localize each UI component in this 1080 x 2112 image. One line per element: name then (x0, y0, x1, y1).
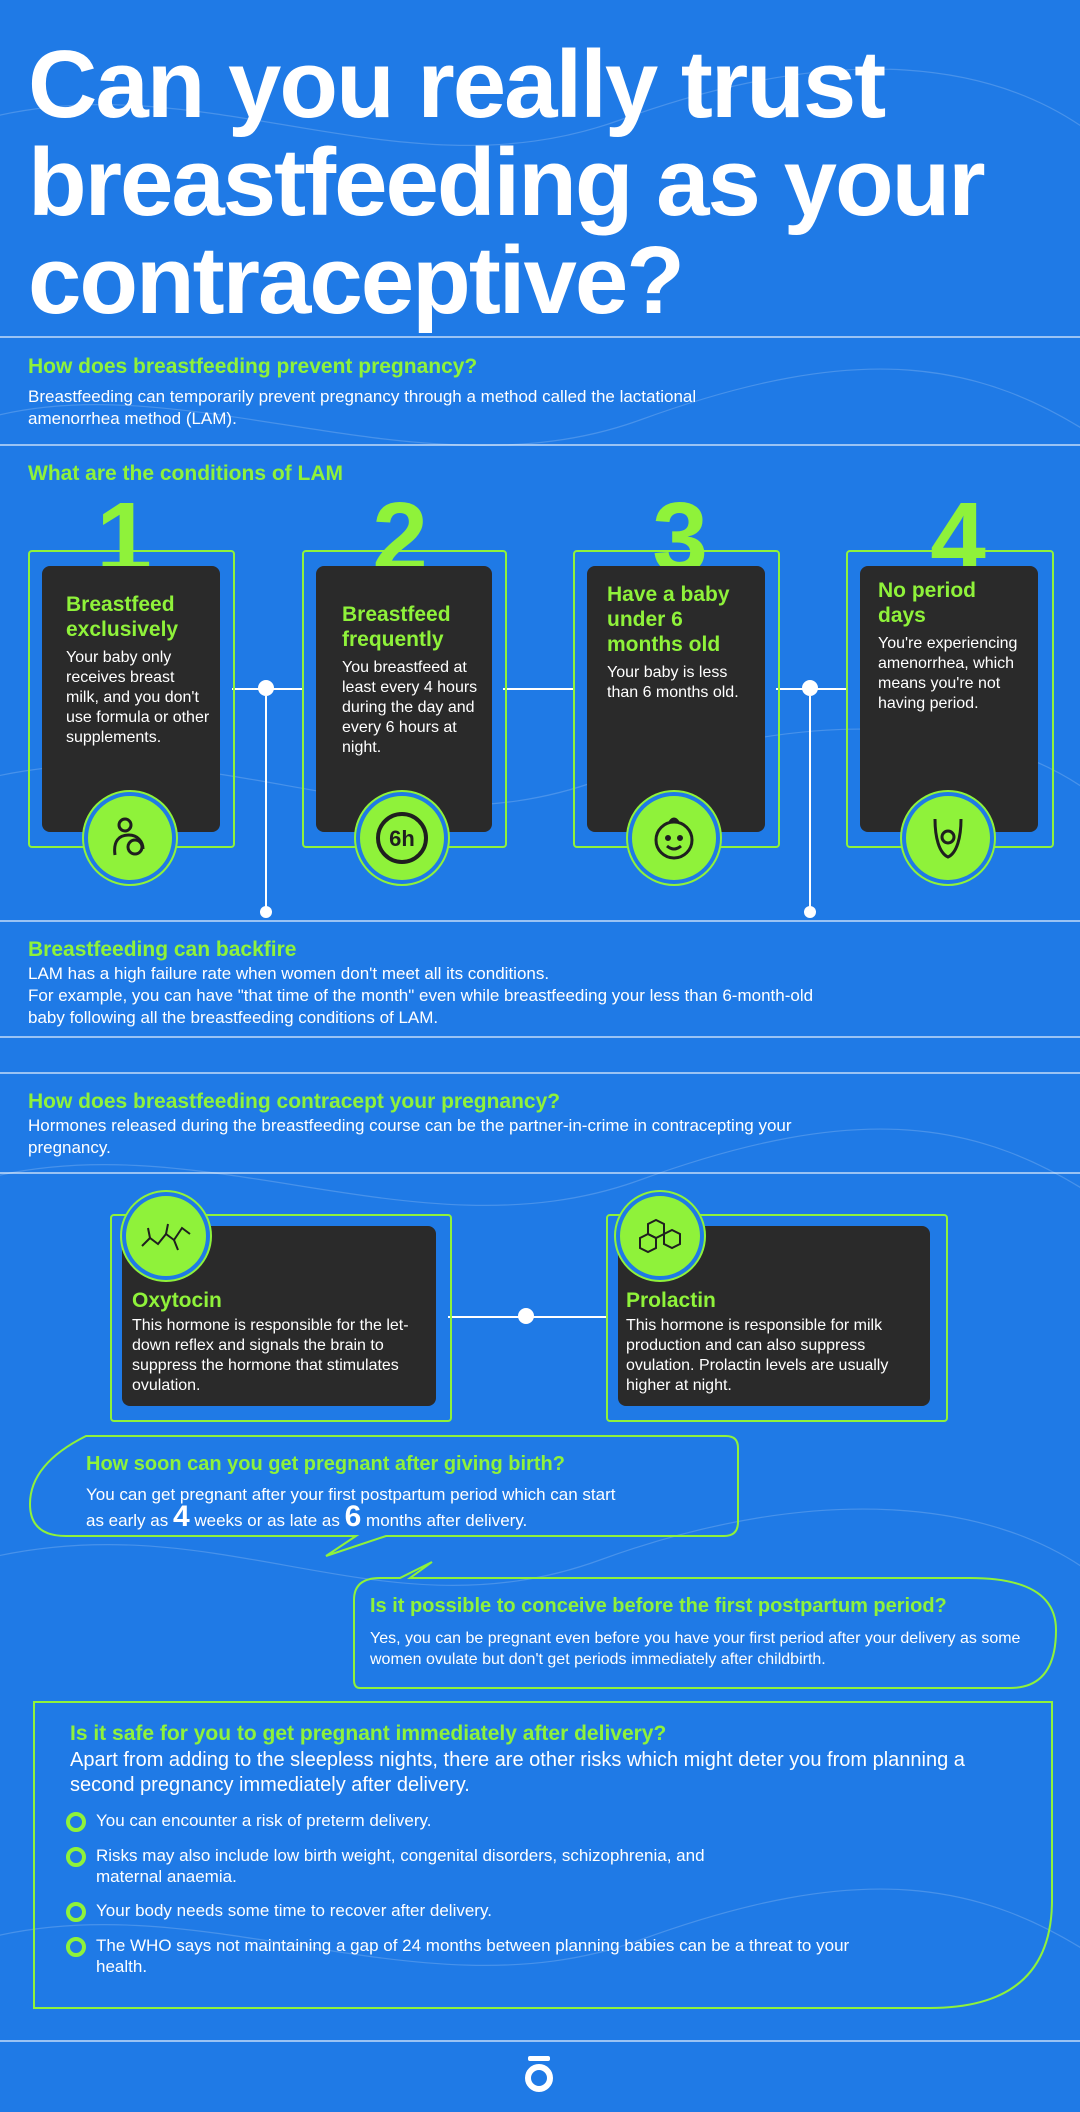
bullet-icon (66, 1902, 86, 1922)
conceive-heading: Is it possible to conceive before the fi… (370, 1595, 947, 1617)
bullet-icon (66, 1847, 86, 1867)
condition-card: Breastfeed exclusively Your baby only re… (42, 566, 220, 832)
connector-dot (802, 680, 818, 696)
connector-dot (518, 1308, 534, 1324)
divider (0, 2040, 1080, 2042)
condition-title: Breastfeed exclusively (66, 593, 179, 641)
condition-card: Breastfeed frequently You breastfeed at … (316, 566, 492, 832)
page-title: Can you really trust breastfeeding as yo… (28, 31, 986, 334)
condition-body: You're experiencing amenorrhea, which me… (878, 635, 1018, 712)
condition-body: Your baby is less than 6 months old. (607, 664, 739, 701)
backfire-line2: For example, you can have "that time of … (28, 986, 814, 1027)
contracept-body: Hormones released during the breastfeedi… (28, 1116, 792, 1157)
condition-title: Breastfeed frequently (342, 603, 451, 651)
how-soon-heading: How soon can you get pregnant after givi… (86, 1453, 565, 1475)
condition-title: Have a baby under 6 months old (607, 583, 730, 656)
divider (0, 444, 1080, 446)
connector-line (503, 688, 573, 690)
condition-body: Your baby only receives breast milk, and… (66, 649, 210, 746)
condition-title: No period days (878, 579, 976, 627)
bullet-text: Risks may also include low birth weight,… (96, 1846, 705, 1886)
condition-card: No period days You're experiencing ameno… (860, 566, 1038, 832)
hormone-body: This hormone is responsible for milk pro… (626, 1317, 889, 1394)
connector-dot (258, 680, 274, 696)
baby-face-icon (628, 792, 720, 884)
divider (0, 336, 1080, 338)
safe-outline (33, 1701, 1053, 2009)
list-item: Your body needs some time to recover aft… (66, 1900, 886, 1922)
divider (0, 1072, 1080, 1074)
connector-dot (804, 906, 816, 918)
uterus-icon (902, 792, 994, 884)
safe-heading: Is it safe for you to get pregnant immed… (70, 1722, 667, 1745)
connector-dot (260, 906, 272, 918)
safe-body: Apart from adding to the sleepless night… (70, 1749, 965, 1796)
bullet-text: You can encounter a risk of preterm deli… (96, 1811, 432, 1830)
prolactin-molecule-icon (616, 1192, 704, 1280)
connector-line (265, 696, 267, 916)
how-soon-text: as early as (86, 1511, 169, 1530)
divider (0, 920, 1080, 922)
list-item: You can encounter a risk of preterm deli… (66, 1810, 886, 1832)
conceive-body: Yes, you can be pregnant even before you… (370, 1630, 1021, 1668)
how-soon-number: 6 (344, 1500, 362, 1533)
divider (0, 1036, 1080, 1038)
intro-heading: How does breastfeeding prevent pregnancy… (28, 355, 478, 378)
how-soon-bubble (28, 1435, 739, 1557)
how-soon-body-a: You can get pregnant after your first po… (86, 1485, 616, 1504)
conditions-heading: What are the conditions of LAM (28, 462, 343, 485)
divider (0, 1172, 1080, 1174)
how-soon-number: 4 (172, 1500, 190, 1533)
oxytocin-molecule-icon (122, 1192, 210, 1280)
bullet-text: The WHO says not maintaining a gap of 24… (96, 1936, 850, 1976)
backfire-heading: Breastfeeding can backfire (28, 938, 297, 961)
bullet-icon (66, 1937, 86, 1957)
condition-card: Have a baby under 6 months old Your baby… (587, 566, 765, 832)
hormone-body: This hormone is responsible for the let-… (132, 1317, 409, 1394)
how-soon-text: weeks or as late as (194, 1511, 340, 1530)
six-hour-clock-icon: 6h (356, 792, 448, 884)
breastfeeding-mother-icon (84, 792, 176, 884)
hormone-outline (606, 1214, 948, 1422)
hormone-outline (110, 1214, 452, 1422)
clock-label: 6h (389, 826, 415, 851)
safe-bullet-list: You can encounter a risk of preterm deli… (66, 1810, 886, 1977)
connector-line (809, 696, 811, 916)
logo-icon (525, 2056, 553, 2092)
hormone-title: Oxytocin (132, 1289, 222, 1312)
list-item: The WHO says not maintaining a gap of 24… (66, 1935, 886, 1977)
list-item: Risks may also include low birth weight,… (66, 1845, 886, 1887)
bullet-icon (66, 1812, 86, 1832)
bullet-text: Your body needs some time to recover aft… (96, 1901, 492, 1920)
backfire-line1: LAM has a high failure rate when women d… (28, 964, 550, 983)
condition-body: You breastfeed at least every 4 hours du… (342, 659, 478, 756)
conceive-bubble (353, 1561, 1058, 1689)
contracept-heading: How does breastfeeding contracept your p… (28, 1090, 561, 1113)
how-soon-body-b: as early as 4 weeks or as late as 6 mont… (86, 1502, 726, 1532)
how-soon-text: months after delivery. (366, 1511, 528, 1530)
intro-body: Breastfeeding can temporarily prevent pr… (28, 387, 697, 428)
hormone-title: Prolactin (626, 1289, 716, 1312)
